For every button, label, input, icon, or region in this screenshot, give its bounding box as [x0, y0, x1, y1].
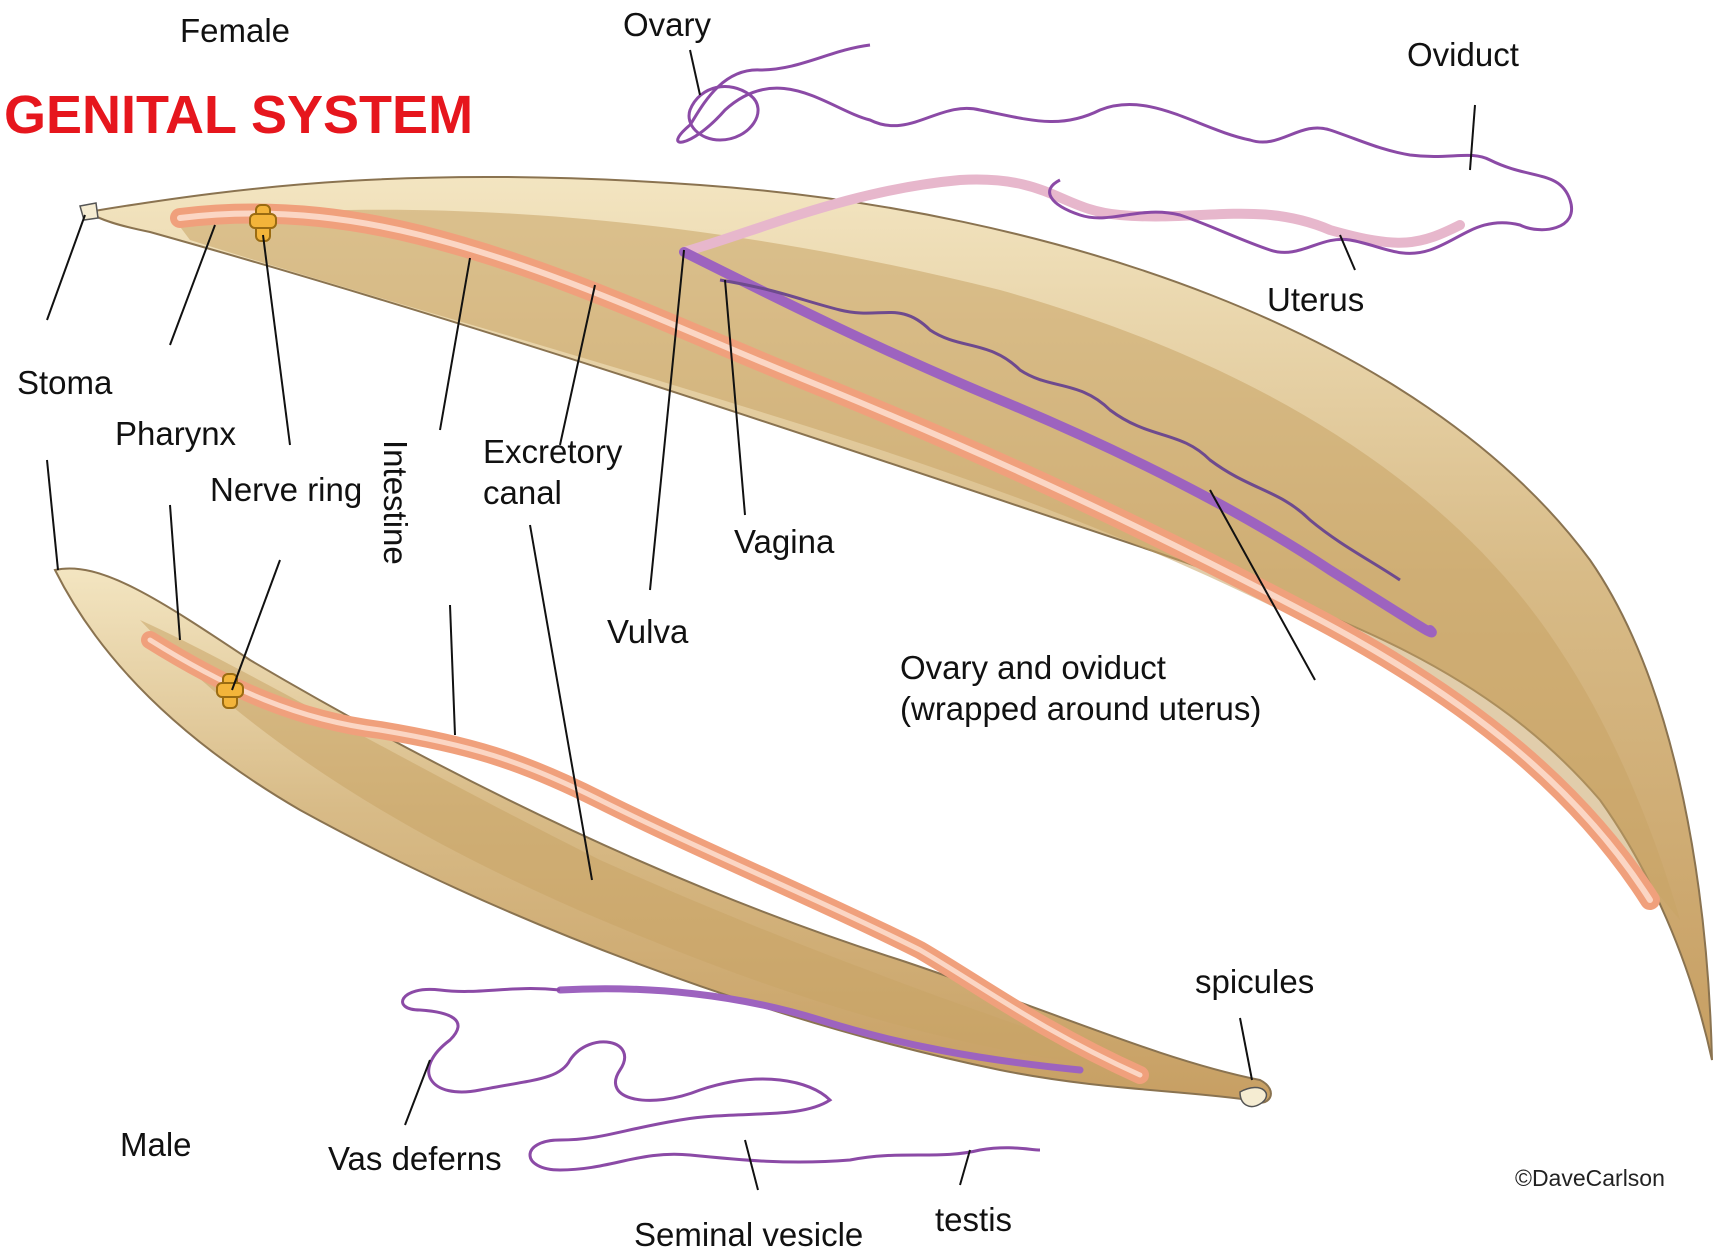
label-vulva: Vulva	[607, 615, 688, 648]
label-excretory-line1: Excretory	[483, 432, 622, 473]
label-excretory-line2: canal	[483, 473, 622, 514]
label-stoma: Stoma	[17, 366, 112, 399]
label-seminal-vesicle: Seminal vesicle	[634, 1218, 863, 1251]
label-oviduct: Oviduct	[1407, 38, 1519, 71]
label-testis: testis	[935, 1203, 1012, 1236]
label-spicules: spicules	[1195, 965, 1314, 998]
label-uterus: Uterus	[1267, 283, 1364, 316]
female-stoma	[80, 203, 98, 220]
label-vas-deferens: Vas deferns	[328, 1142, 502, 1175]
copyright-notice: ©DaveCarlson	[1515, 1167, 1665, 1190]
label-intestine: Intestine	[379, 440, 412, 565]
male-spicule	[1240, 1088, 1266, 1107]
label-ovary-oviduct-line1: Ovary and oviduct	[900, 648, 1261, 689]
female-section-label: Female	[180, 14, 290, 47]
label-ovary-oviduct-line2: (wrapped around uterus)	[900, 689, 1261, 730]
label-nerve-ring: Nerve ring	[210, 473, 362, 506]
label-pharynx: Pharynx	[115, 417, 236, 450]
female-worm	[80, 177, 1712, 1060]
label-ovary: Ovary	[623, 8, 711, 41]
male-section-label: Male	[120, 1128, 192, 1161]
diagram-title: GENITAL SYSTEM	[4, 88, 473, 142]
label-vagina: Vagina	[734, 525, 834, 558]
label-excretory-canal: Excretory canal	[483, 432, 622, 514]
label-ovary-oviduct: Ovary and oviduct (wrapped around uterus…	[900, 648, 1261, 730]
